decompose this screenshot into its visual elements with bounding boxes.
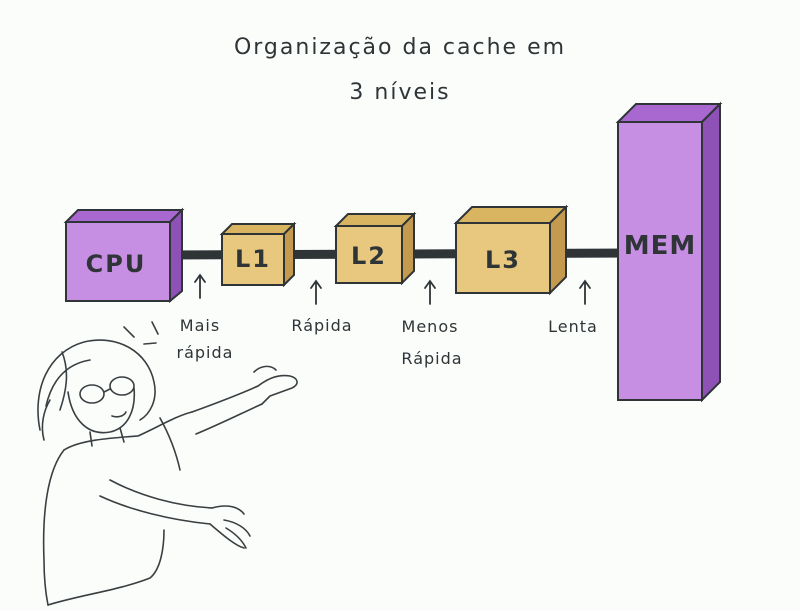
l1-label: L1	[235, 245, 271, 273]
l1-box: L1	[219, 221, 297, 288]
up-arrow-icon	[310, 279, 322, 305]
title-line-1: Organização da cache em	[234, 35, 566, 60]
l2-box: L2	[333, 211, 417, 286]
title-line-2: 3 níveis	[349, 80, 450, 105]
l3-label: L3	[485, 246, 521, 274]
l2-label: L2	[351, 242, 387, 270]
up-arrow-icon	[194, 273, 206, 299]
up-arrow-icon	[579, 279, 591, 305]
cpu-box: CPU	[63, 207, 185, 304]
label-rapida-1: rápida	[177, 343, 234, 362]
label-rapida-2: Rápida	[291, 316, 352, 335]
label-menos: Menos	[402, 317, 459, 336]
mem-box: MEM	[615, 101, 723, 403]
label-mais: Mais	[180, 316, 220, 335]
l3-box: L3	[453, 204, 569, 296]
label-lenta: Lenta	[548, 317, 598, 336]
cpu-label: CPU	[86, 250, 147, 278]
person-pointing-illustration	[37, 321, 298, 606]
label-rapida-3: Rápida	[401, 349, 462, 368]
up-arrow-icon	[424, 279, 436, 305]
mem-label: MEM	[624, 231, 697, 261]
